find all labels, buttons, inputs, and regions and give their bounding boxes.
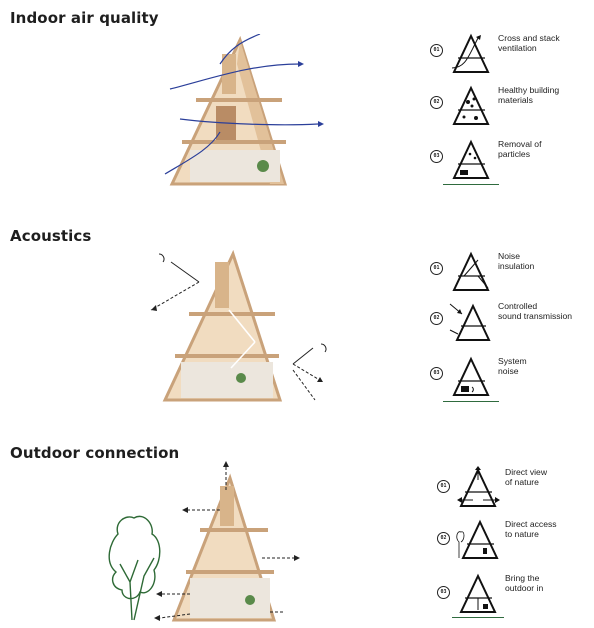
legend-item-removal-particles: 03 Removal of particles [430,138,594,182]
legend-item-healthy-materials: 02 Healthy building materials [430,84,594,128]
section-title-air-quality: Indoor air quality [10,9,159,27]
house-direct-view-icon [457,466,500,507]
house-particles-icon [452,139,490,179]
house-insulation-icon [452,251,490,291]
legend-item-bring-outdoor-in: 03 Bring the outdoor in [437,572,594,616]
section-divider [452,617,504,618]
legend-label: Controlled sound transmission [498,301,573,321]
legend-label: Healthy building materials [498,85,560,105]
number-badge: 02 [437,532,450,545]
legend-label: Bring the outdoor in [505,573,544,593]
section-divider [443,184,499,185]
house-direct-access-icon [456,519,499,559]
section-title-acoustics: Acoustics [10,227,92,245]
legend-label: System noise [498,356,527,376]
number-badge: 03 [437,586,450,599]
legend-item-direct-access: 02 Direct access to nature [437,518,594,562]
number-badge: 01 [430,44,443,57]
number-badge: 03 [430,367,443,380]
number-badge: 03 [430,150,443,163]
legend-item-system-noise: 03 System noise [430,355,594,399]
house-materials-icon [452,85,490,125]
section-divider [443,401,499,402]
house-system-noise-icon [452,356,490,396]
legend-label: Noise insulation [498,251,535,271]
section-title-outdoor-connection: Outdoor connection [10,444,180,462]
house-bring-outdoor-icon [459,573,497,613]
legend-label: Removal of particles [498,139,542,159]
house-cutaway-acoustics [150,249,327,402]
number-badge: 01 [437,480,450,493]
number-badge: 02 [430,312,443,325]
legend-label: Cross and stack ventilation [498,33,560,53]
number-badge: 01 [430,262,443,275]
legend-item-noise-insulation: 01 Noise insulation [430,250,594,294]
house-cutaway-air-quality [164,34,324,186]
number-badge: 02 [430,96,443,109]
legend-label: Direct view of nature [505,467,548,487]
legend-item-controlled-sound: 02 Controlled sound transmission [430,300,594,344]
house-ventilation-icon [451,33,490,73]
house-cutaway-outdoor-connection [154,461,300,622]
legend-item-direct-view: 01 Direct view of nature [437,466,594,510]
house-sound-transmission-icon [449,303,491,341]
legend-item-cross-stack-ventilation: 01 Cross and stack ventilation [430,32,594,76]
legend-label: Direct access to nature [505,519,557,539]
tree-icon [108,515,161,621]
